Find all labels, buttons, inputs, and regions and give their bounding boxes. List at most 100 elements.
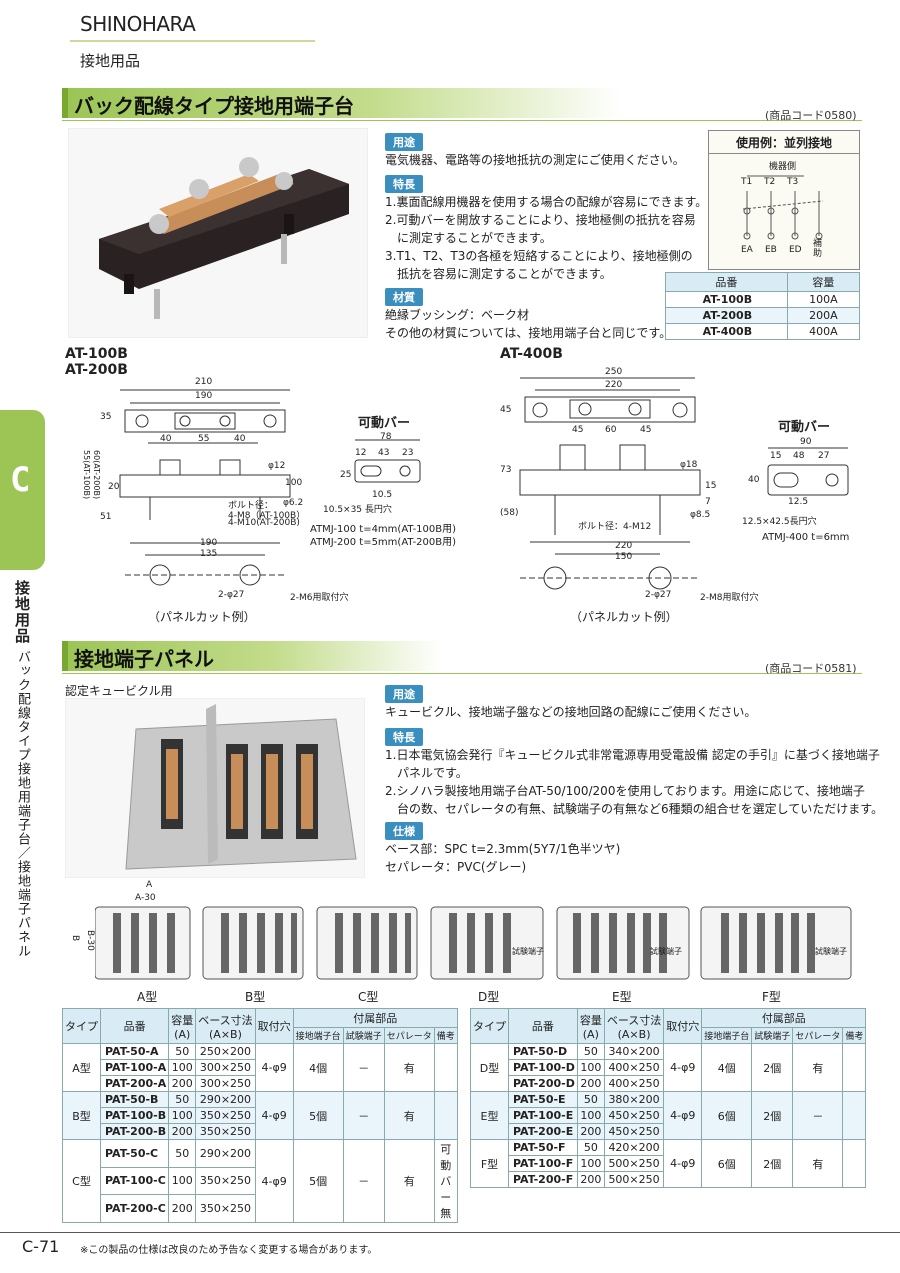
cell-model: PAT-50-E	[508, 1091, 578, 1108]
cell-base: 500×250	[603, 1155, 665, 1172]
cell-model: PAT-50-B	[99, 1091, 170, 1108]
cell-capacity: 200	[576, 1171, 605, 1188]
cell-hole: 4-φ9	[663, 1043, 703, 1092]
th-capacity-unit: (A)	[174, 1027, 191, 1041]
page-number: C-71	[22, 1237, 60, 1256]
th-ground: 接地端子台	[701, 1027, 753, 1044]
section1-code: (商品コード0580)	[765, 109, 857, 122]
parallel-ground-diagram	[742, 175, 824, 240]
features-block-2: 特長 1.日本電気協会発行『キュービクル式非常電源専用受電設備 認定の手引』に基…	[385, 728, 883, 818]
example-t3: T3	[787, 177, 799, 187]
movable-bar-drawing-left	[354, 439, 421, 483]
features-tag: 特長	[385, 175, 423, 193]
test-terminal-f: 試験端子	[815, 947, 847, 956]
th-capacity-label: 容量	[171, 1013, 194, 1027]
th-type: タイプ	[470, 1008, 509, 1044]
type-d-label: D型	[478, 990, 500, 1004]
th-capacity: 容量(A)	[168, 1008, 197, 1044]
cell-note	[842, 1139, 867, 1188]
feature-line: 2.シノハラ製接地用端子台AT-50/100/200を使用しております。用途に応…	[385, 784, 865, 798]
cell-model: PAT-200-B	[99, 1123, 170, 1140]
dim-60-at200b: 60(AT-200B)	[92, 450, 101, 500]
bar-dim-125: 12.5	[788, 497, 809, 507]
cell-capacity: 100	[576, 1059, 605, 1076]
section2-underline	[62, 673, 862, 674]
bar-dim-27: 27	[818, 451, 830, 461]
spec-tag: 仕様	[385, 822, 423, 840]
material-line: その他の材質については、接地用端子台と同じです。	[385, 326, 672, 340]
cell-capacity: 100	[576, 1155, 605, 1172]
spec-header-capacity: 容量	[786, 272, 861, 292]
dim-phi62: φ6.2	[283, 498, 304, 508]
example-eb: EB	[765, 245, 777, 255]
cell-capacity: 100	[168, 1107, 197, 1124]
usage-example-box: 使用例：並列接地 機器側 T1 T2 T3 EA EB ED 補助	[708, 130, 860, 270]
cell-capacity: 50	[168, 1139, 197, 1168]
example-t1: T1	[741, 177, 753, 187]
cell-base: 350×250	[195, 1166, 256, 1196]
material-tag: 材質	[385, 288, 423, 306]
cell-test: 2個	[751, 1139, 794, 1188]
type-b-label: B型	[245, 990, 266, 1004]
usage-tag: 用途	[385, 133, 423, 151]
dim-220: 220	[605, 380, 623, 390]
type-a-label: A型	[137, 990, 158, 1004]
diagram-title-at200b: AT-200B	[65, 362, 128, 378]
diagram-title-at400b: AT-400B	[500, 346, 563, 362]
cell-model: PAT-50-D	[508, 1043, 578, 1060]
panel-hole-27-right: 2-φ27	[645, 590, 672, 600]
cell-base: 420×200	[603, 1139, 665, 1156]
cell-model: PAT-100-A	[99, 1059, 170, 1076]
dim-45b: 45	[640, 425, 652, 435]
cell-model: PAT-200-A	[99, 1075, 170, 1092]
cell-separator: 有	[383, 1043, 435, 1092]
cell-test: －	[342, 1043, 385, 1092]
feature-line: 1.日本電気協会発行『キュービクル式非常電源専用受電設備 認定の手引』に基づく接…	[385, 748, 880, 762]
bar-slot-left: 10.5×35 長円穴	[323, 505, 392, 515]
type-f-label: F型	[762, 990, 781, 1004]
bar-note-atmj200: ATMJ-200 t=5mm(AT-200B用)	[310, 537, 457, 548]
pat-table-right: タイプ 品番 容量(A) ベース寸法(A×B) 取付穴 付属部品 接地端子台 試…	[470, 1008, 867, 1188]
cell-capacity: 50	[168, 1043, 197, 1060]
dim-a30: A-30	[135, 893, 156, 903]
cell-note	[433, 1043, 458, 1092]
cell-model: PAT-200-E	[508, 1123, 578, 1140]
dim-55: 55	[198, 434, 210, 444]
footer-divider	[0, 1232, 900, 1233]
feature-line: 2.可動バーを開放することにより、接地極側の抵抗を容易	[385, 213, 696, 227]
th-test: 試験端子	[751, 1027, 794, 1044]
example-ea: EA	[741, 245, 753, 255]
panel-dim-220: 220	[615, 541, 633, 551]
bar-note-atmj100: ATMJ-100 t=4mm(AT-100B用)	[310, 524, 457, 535]
cell-note: 可動バー無	[433, 1139, 458, 1223]
diagram-title-at100b: AT-100B	[65, 346, 128, 362]
cell-model: PAT-100-F	[508, 1155, 578, 1172]
cell-model: PAT-100-B	[99, 1107, 170, 1124]
cell-type: A型	[62, 1043, 101, 1092]
brand-name: SHINOHARA	[80, 12, 196, 36]
spec-header-model: 品番	[665, 272, 788, 292]
bar-dim-12: 12	[355, 448, 367, 458]
cell-ground: 6個	[701, 1139, 753, 1188]
example-t2: T2	[764, 177, 776, 187]
dim-45-height: 45	[500, 405, 512, 415]
cell-capacity: 50	[576, 1043, 605, 1060]
dim-60: 60	[605, 425, 617, 435]
th-base: ベース寸法(A×B)	[195, 1008, 256, 1044]
movable-bar-title-left: 可動バー	[358, 416, 411, 431]
cell-type: C型	[62, 1139, 101, 1223]
cell-model: PAT-200-C	[99, 1194, 170, 1223]
th-base-unit: (A×B)	[617, 1027, 651, 1041]
dim-51: 51	[100, 512, 112, 522]
cell-capacity: 100	[576, 1107, 605, 1124]
section2-code: (商品コード0581)	[765, 662, 857, 675]
section2-subtitle: 認定キュービクル用	[65, 684, 173, 698]
